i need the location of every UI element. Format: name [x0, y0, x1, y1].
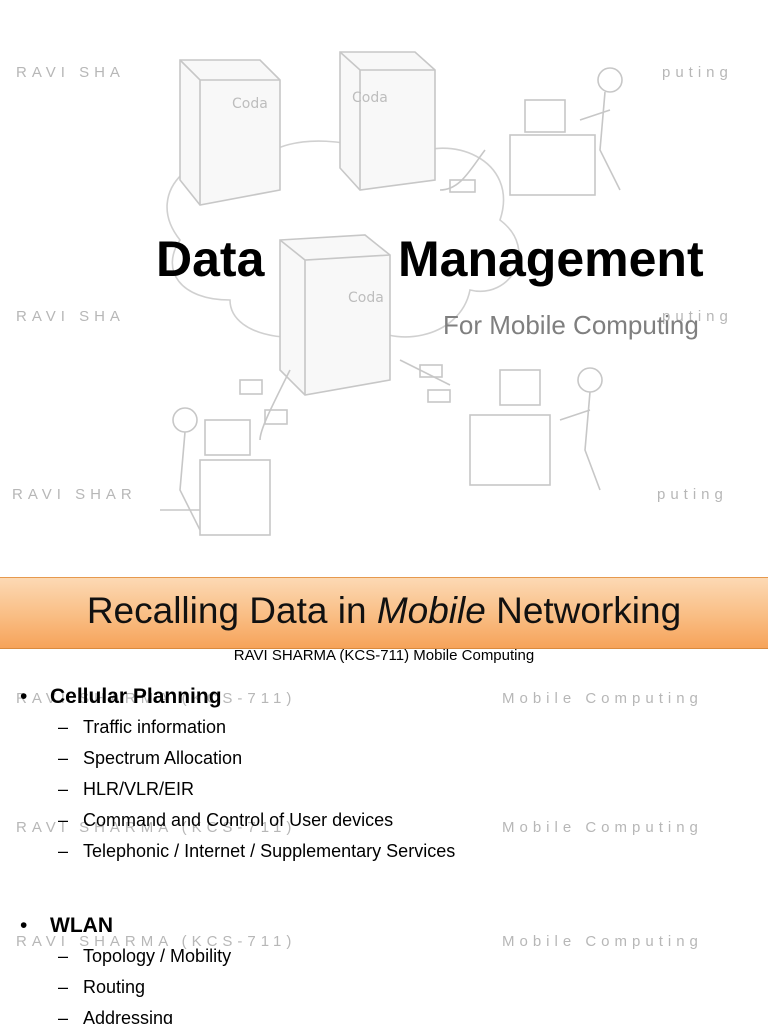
title-slide: RAVI SHA puting RAVI SHA puting RAVI SHA… [12, 51, 733, 536]
list-item: –Telephonic / Internet / Supplementary S… [58, 836, 740, 867]
bullet-glyph: • [20, 685, 28, 708]
list-item-text: Topology / Mobility [83, 946, 232, 966]
server-icon: Coda [339, 51, 436, 191]
slide-title-part-1: Data [156, 231, 265, 287]
coda-label: Coda [232, 96, 268, 112]
sub-list-cellular-planning: –Traffic information –Spectrum Allocatio… [58, 712, 740, 867]
workstation-icon [399, 359, 603, 491]
list-item-text: HLR/VLR/EIR [83, 779, 195, 799]
bullet-heading-cellular-planning: • Cellular Planning [20, 682, 740, 712]
dash-glyph: – [58, 841, 69, 861]
list-item-text: Command and Control of User devices [83, 810, 394, 830]
server-icon: Coda [279, 234, 391, 396]
bullet-glyph: • [20, 914, 28, 937]
watermark-left: RAVI SHARMA (KCS-711) [16, 819, 297, 836]
bullet-list: • Cellular Planning –Traffic information… [20, 682, 740, 1024]
watermark-right: puting [662, 64, 733, 81]
watermark-right: Mobile Computing [502, 819, 703, 836]
list-item: –Spectrum Allocation [58, 743, 740, 774]
dash-glyph: – [58, 779, 69, 799]
title-text-end: Networking [485, 590, 682, 631]
list-item: –Routing [58, 972, 740, 1003]
title-text-start: Recalling Data in [86, 590, 377, 631]
bullet-heading-text: WLAN [50, 914, 113, 937]
list-item: –Command and Control of User devices [58, 805, 740, 836]
watermark-right: puting [657, 486, 728, 503]
slide-subtitle: For Mobile Computing [443, 310, 699, 340]
list-item-text: Addressing [83, 1008, 174, 1024]
list-item: –HLR/VLR/EIR [58, 774, 740, 805]
dash-glyph: – [58, 946, 69, 966]
list-item-text: Spectrum Allocation [83, 748, 243, 768]
watermark-left: RAVI SHARMA (KCS-711) [16, 933, 297, 950]
watermark-left: RAVI SHA [16, 308, 125, 325]
watermark-left: RAVI SHA [16, 64, 125, 81]
watermark-left: RAVI SHARMA (KCS-711) [16, 690, 297, 707]
workstation-icon [160, 369, 291, 536]
slide-title: Recalling Data in Mobile Networking [0, 590, 768, 632]
list-item-text: Telephonic / Internet / Supplementary Se… [83, 841, 456, 861]
sub-list-wlan: –Topology / Mobility –Routing –Addressin… [58, 941, 740, 1024]
watermark-right: Mobile Computing [502, 933, 703, 950]
bullet-heading-wlan: • WLAN [20, 911, 740, 941]
dash-glyph: – [58, 748, 69, 768]
coda-label: Coda [352, 90, 388, 106]
title-banner: Recalling Data in Mobile Networking [0, 577, 768, 649]
list-item-text: Routing [83, 977, 146, 997]
coda-network-illustration: Coda Coda Coda [160, 51, 623, 536]
content-slide: Recalling Data in Mobile Networking RAVI… [0, 560, 768, 1024]
dash-glyph: – [58, 1008, 69, 1024]
list-item: –Topology / Mobility [58, 941, 740, 972]
dash-glyph: – [58, 810, 69, 830]
list-item-text: Traffic information [83, 717, 227, 737]
workstation-icon [439, 67, 623, 196]
dash-glyph: – [58, 977, 69, 997]
dash-glyph: – [58, 717, 69, 737]
coda-label: Coda [348, 290, 384, 306]
list-item: –Addressing [58, 1003, 740, 1024]
list-item: –Traffic information [58, 712, 740, 743]
spacer [20, 867, 740, 911]
server-icon: Coda [179, 59, 281, 206]
title-text-emphasis: Mobile [376, 590, 486, 631]
bullet-heading-text: Cellular Planning [50, 685, 222, 708]
slide-title-part-2: Management [398, 231, 704, 287]
watermark-left: RAVI SHAR [12, 486, 137, 503]
slide-footer: RAVI SHARMA (KCS-711) Mobile Computing [233, 647, 535, 664]
watermark-right: puting [662, 308, 733, 325]
watermark-right: Mobile Computing [502, 690, 703, 707]
